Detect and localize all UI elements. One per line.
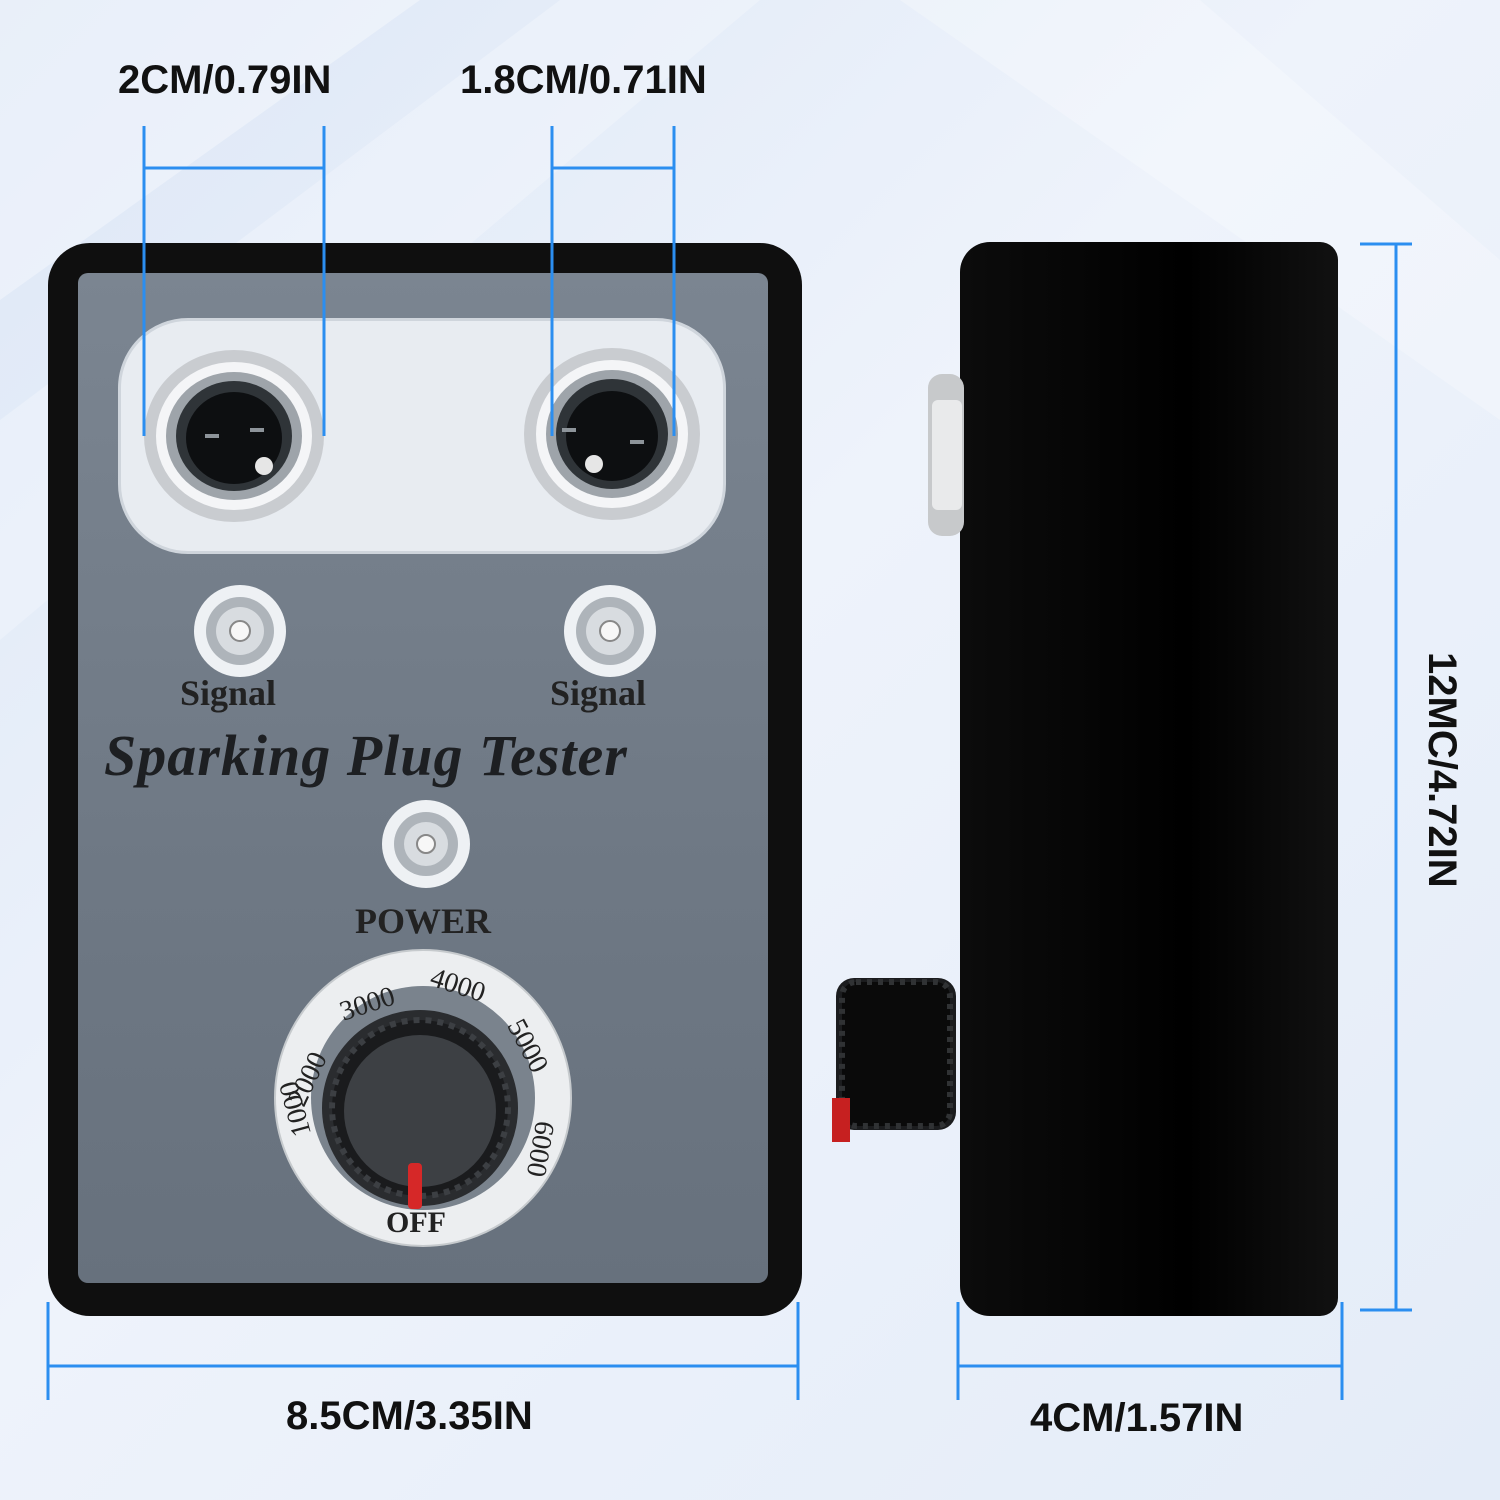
signal-label-left: Signal (180, 673, 277, 713)
side-view (960, 242, 1338, 1316)
signal-led-right-icon (564, 585, 656, 677)
signal-label-right: Signal (550, 673, 647, 713)
signal-led-left-icon (194, 585, 286, 677)
right-socket (524, 348, 700, 520)
dim-right-socket: 1.8CM/0.71IN (460, 58, 707, 102)
side-socket-stub (928, 374, 964, 536)
power-label: POWER (355, 901, 492, 941)
dim-height: 12MC/4.72IN (1420, 652, 1464, 888)
dial-mark-off: OFF (386, 1206, 446, 1239)
left-socket (144, 350, 324, 522)
dim-width: 8.5CM/3.35IN (286, 1394, 533, 1438)
dim-left-socket: 2CM/0.79IN (118, 58, 332, 102)
device-title: Sparking Plug Tester (104, 723, 628, 788)
side-knob[interactable] (832, 958, 964, 1148)
dim-depth: 4CM/1.57IN (1030, 1396, 1244, 1440)
rpm-knob[interactable] (318, 1005, 522, 1211)
knob-indicator (408, 1163, 422, 1209)
power-led-icon (382, 800, 470, 888)
